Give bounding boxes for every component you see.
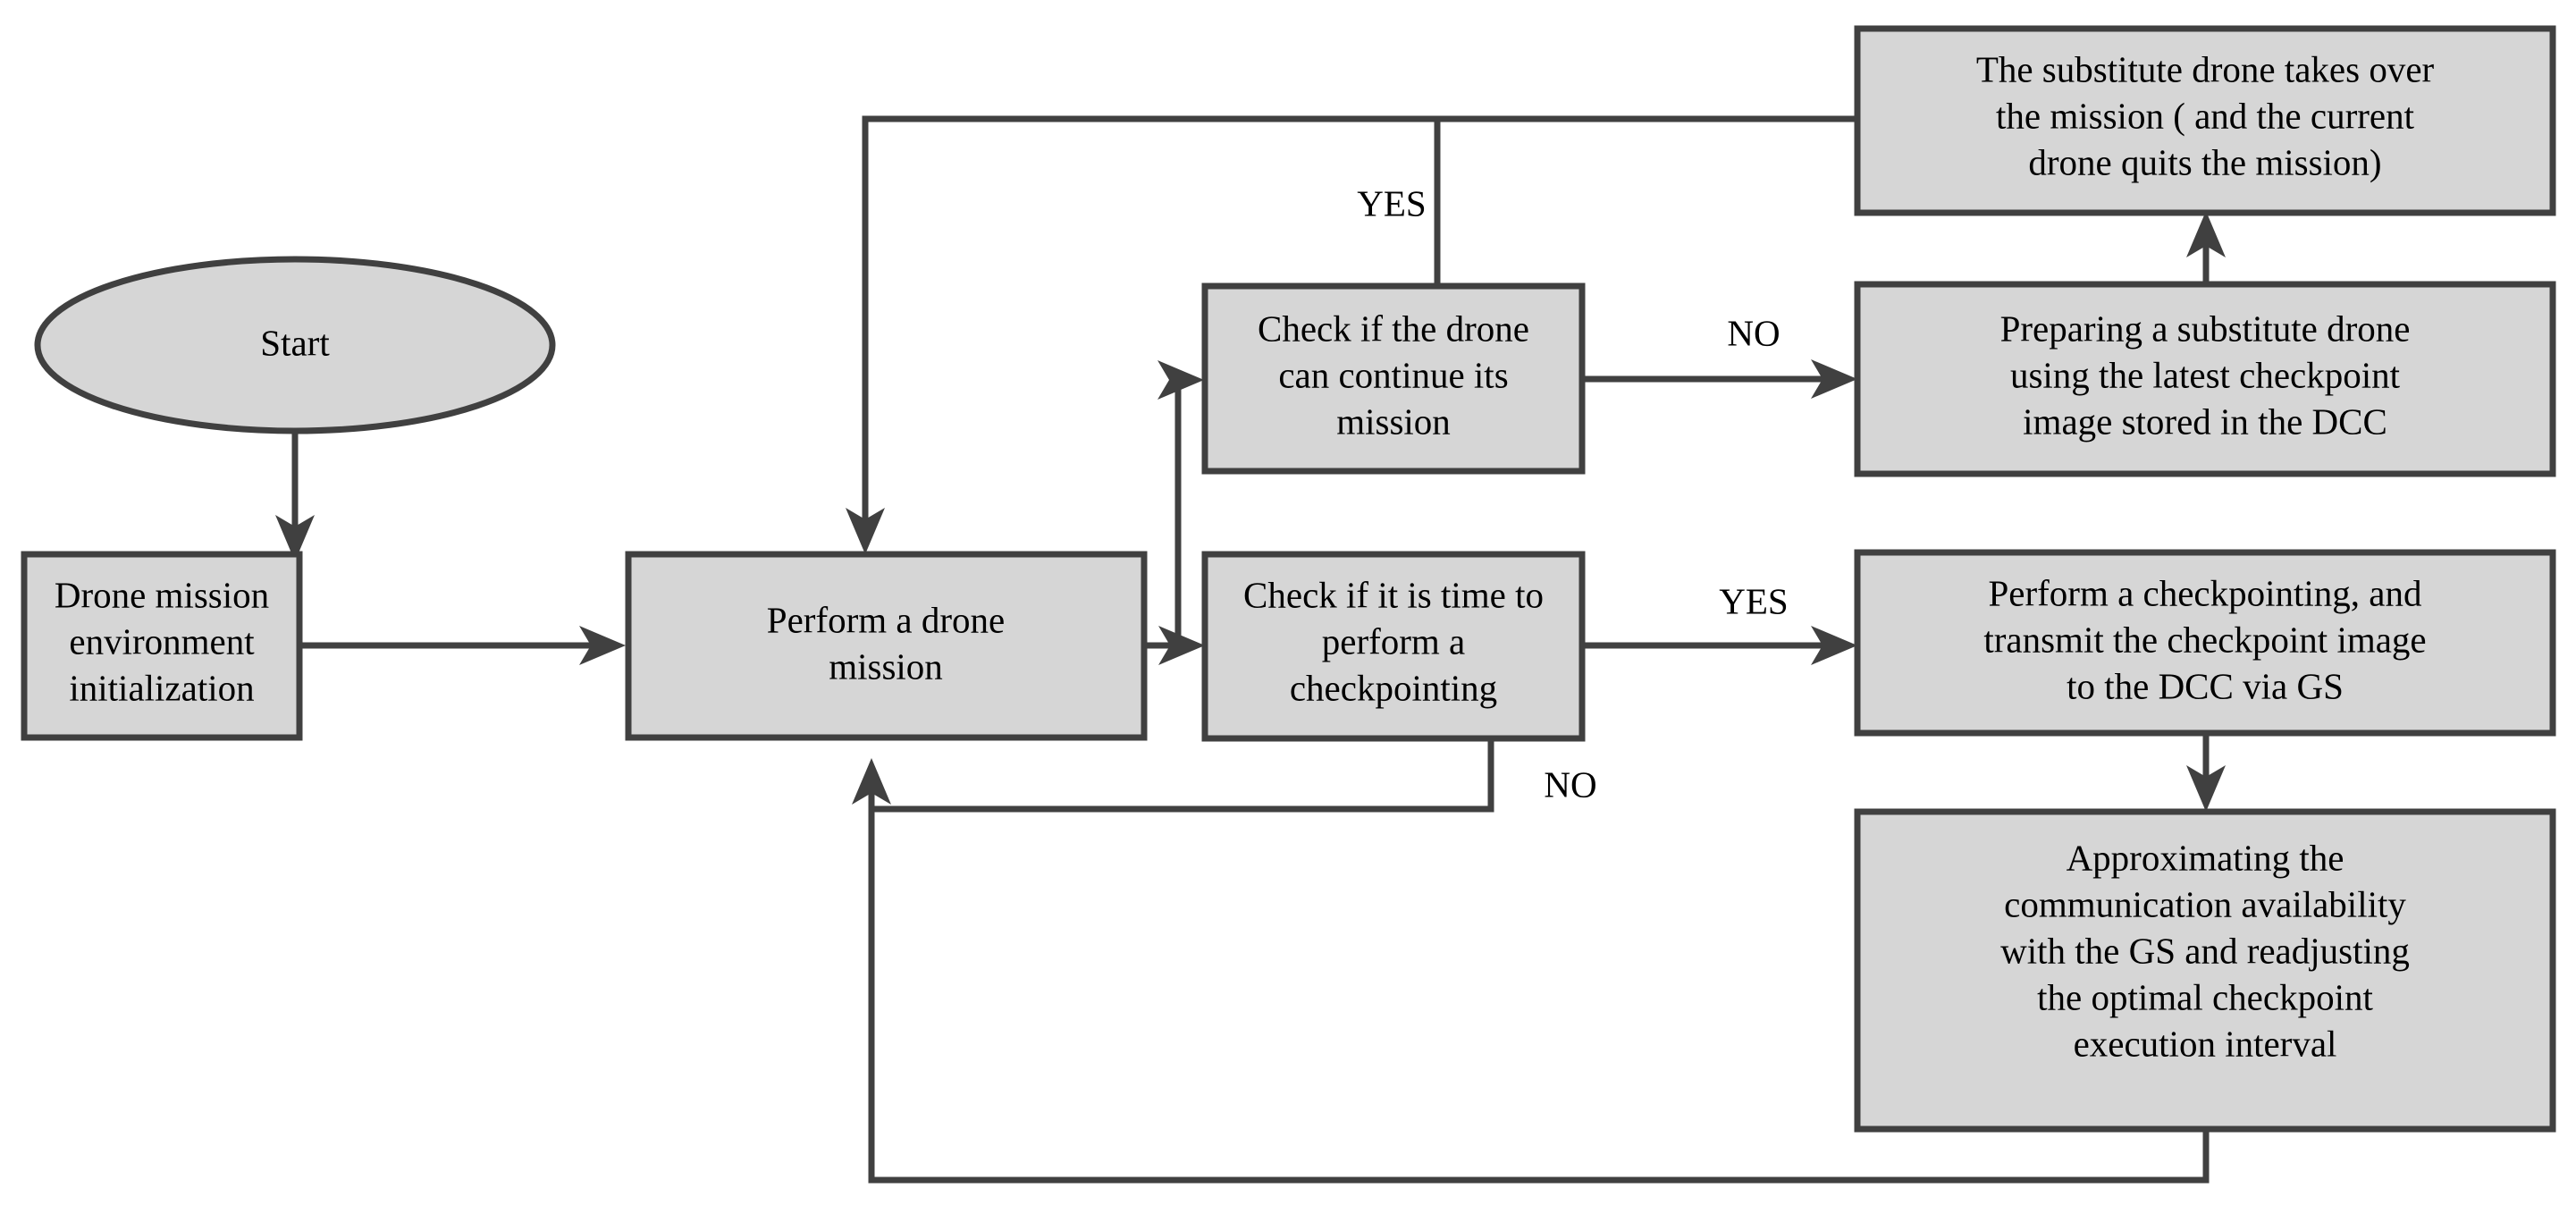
substitute-takeover-label-line-3: drone quits the mission)	[2028, 141, 2381, 182]
edge-label-checkpoint-yes: YES	[1719, 580, 1788, 621]
substitute-takeover-rect-shape	[1854, 25, 2556, 216]
start-ellipse-shape	[34, 256, 556, 434]
arrowhead-perform-to-check-time	[1158, 626, 1205, 665]
arrowhead-check-continue-yes	[846, 508, 885, 554]
approximate-interval-label-line-1: Approximating the	[2067, 837, 2344, 878]
perform-mission-label-line-1: Perform a drone	[767, 599, 1005, 640]
do-checkpoint-rect-shape	[1854, 549, 2556, 737]
do-checkpoint-label-line-2: transmit the checkpoint image	[1983, 619, 2426, 660]
node-perform-mission[interactable]: Perform a drone mission	[625, 551, 1148, 741]
approximate-interval-label-line-4: the optimal checkpoint	[2037, 976, 2373, 1017]
edge-label-layer: YES NO YES NO	[1357, 182, 1788, 805]
substitute-takeover-label-line-2: the mission ( and the current	[1996, 95, 2415, 136]
node-init[interactable]: Drone mission environment initialization	[21, 551, 303, 741]
node-check-time[interactable]: Check if it is time to perform a checkpo…	[1201, 551, 1586, 742]
edge-check-continue-yes	[862, 115, 1441, 533]
arrowhead-start-to-init	[275, 515, 315, 561]
arrowhead-check-continue-no	[1811, 359, 1857, 399]
check-continue-label-line-2: can continue its	[1278, 354, 1508, 395]
approximate-interval-label-line-2: communication availability	[2004, 883, 2406, 924]
check-continue-label-line-3: mission	[1336, 400, 1451, 442]
arrowhead-perform-to-check-continue	[1158, 360, 1204, 400]
connector-layer	[275, 115, 2226, 1184]
prepare-substitute-label-line-1: Preparing a substitute drone	[2000, 308, 2411, 349]
start-label: Start	[260, 322, 330, 363]
init-label-line-1: Drone mission	[55, 574, 269, 615]
prepare-substitute-label-line-3: image stored in the DCC	[2023, 400, 2387, 442]
check-time-label-line-2: perform a	[1322, 620, 1466, 662]
prepare-substitute-rect-shape	[1854, 281, 2556, 477]
check-continue-label-line-1: Check if the drone	[1258, 308, 1529, 349]
init-label-line-3: initialization	[69, 667, 254, 708]
node-prepare-substitute[interactable]: Preparing a substitute drone using the l…	[1854, 281, 2556, 477]
do-checkpoint-label-line-1: Perform a checkpointing, and	[1988, 572, 2421, 613]
perform-mission-rect-shape	[625, 551, 1148, 741]
approximate-interval-rect-shape	[1854, 808, 2556, 1133]
substitute-takeover-label-line-1: The substitute drone takes over	[1976, 48, 2435, 89]
check-time-label-line-3: checkpointing	[1290, 667, 1497, 708]
node-substitute-takeover[interactable]: The substitute drone takes over the miss…	[1854, 25, 2556, 216]
arrowhead-check-time-yes	[1811, 626, 1857, 665]
edge-label-checkpoint-no: NO	[1544, 763, 1596, 805]
edge-label-continue-yes: YES	[1357, 182, 1426, 223]
check-continue-rect-shape	[1201, 282, 1586, 475]
node-check-continue[interactable]: Check if the drone can continue its miss…	[1201, 282, 1586, 475]
arrowhead-init-to-perform	[579, 626, 626, 665]
node-do-checkpoint[interactable]: Perform a checkpointing, and transmit th…	[1854, 549, 2556, 737]
approximate-interval-label-line-5: execution interval	[2074, 1023, 2337, 1064]
do-checkpoint-label-line-3: to the DCC via GS	[2067, 665, 2344, 706]
prepare-substitute-label-line-2: using the latest checkpoint	[2010, 354, 2401, 395]
arrowhead-check-time-no	[852, 758, 891, 805]
edge-perform-to-check-continue	[1174, 376, 1182, 645]
perform-mission-label-line-2: mission	[829, 645, 943, 687]
check-time-label-line-1: Check if it is time to	[1243, 574, 1544, 615]
arrowhead-checkpoint-to-approximate	[2186, 765, 2226, 812]
check-time-rect-shape	[1201, 551, 1586, 742]
approximate-interval-label-line-3: with the GS and readjusting	[2000, 930, 2410, 971]
edge-approximate-return	[868, 809, 2210, 1184]
node-approximate-interval[interactable]: Approximating the communication availabi…	[1854, 808, 2556, 1133]
init-label-line-2: environment	[69, 620, 255, 662]
init-rect-shape	[21, 551, 303, 741]
edge-label-continue-no: NO	[1727, 312, 1780, 353]
arrowhead-prepare-to-takeover	[2186, 211, 2226, 257]
node-start[interactable]: Start	[34, 256, 556, 434]
edge-check-time-no	[868, 738, 1494, 813]
